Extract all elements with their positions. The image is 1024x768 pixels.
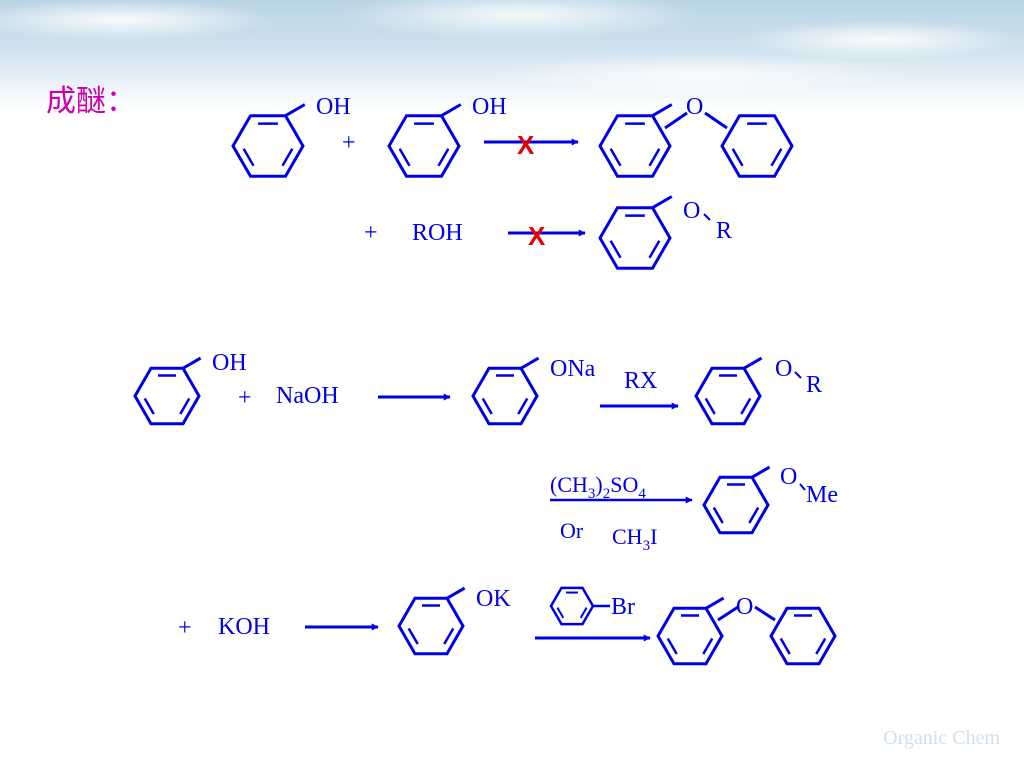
slide-title: 成醚： bbox=[46, 84, 136, 119]
substituent-bond bbox=[751, 465, 771, 479]
ether-bond-c bbox=[717, 605, 739, 622]
double-bond bbox=[704, 397, 716, 415]
plus-sign-2: + bbox=[364, 220, 378, 246]
double-bond bbox=[770, 148, 783, 167]
o-r-bond-1 bbox=[703, 213, 711, 221]
double-bond bbox=[666, 637, 678, 655]
phenol-molecule-2 bbox=[387, 103, 462, 178]
ona-label: ONa bbox=[550, 356, 596, 382]
r-label-1: R bbox=[716, 218, 732, 244]
bromobenzene-reagent bbox=[549, 586, 595, 626]
phenol-molecule-3 bbox=[133, 356, 202, 426]
ring-hexagon bbox=[694, 366, 762, 426]
double-bond bbox=[779, 637, 791, 655]
o-r-bond-2 bbox=[794, 371, 802, 379]
alkyl-aryl-ether-2 bbox=[694, 356, 763, 426]
phenol-molecule-1 bbox=[231, 103, 306, 178]
double-bond bbox=[556, 607, 565, 619]
plus-sign-1: + bbox=[342, 130, 356, 156]
oxygen-label-4: O bbox=[780, 464, 797, 490]
substituent-bond bbox=[446, 586, 466, 600]
diphenyl-ether-ring-right bbox=[720, 114, 794, 178]
double-bond bbox=[815, 637, 827, 655]
o-me-bond bbox=[799, 483, 806, 491]
roh-label: ROH bbox=[412, 220, 463, 246]
ring-hexagon bbox=[598, 206, 672, 270]
double-bond bbox=[443, 627, 455, 645]
ring-hexagon bbox=[231, 114, 305, 178]
double-bond bbox=[702, 637, 714, 655]
substituent-bond bbox=[520, 356, 540, 370]
br-label: Br bbox=[611, 594, 635, 620]
double-bond bbox=[648, 240, 661, 259]
footer-watermark: Organic Chem bbox=[883, 727, 1000, 749]
substituent-bond bbox=[651, 103, 673, 117]
double-bond bbox=[648, 148, 661, 167]
ring-hexagon bbox=[656, 606, 724, 666]
substituent-bond bbox=[743, 356, 763, 370]
oxygen-label-5: O bbox=[736, 594, 753, 620]
diphenyl-ether-ring-left bbox=[598, 103, 673, 178]
ether-bond-b bbox=[704, 111, 728, 130]
substituent-bond bbox=[440, 103, 462, 117]
double-bond bbox=[740, 397, 752, 415]
substituent-bond bbox=[705, 596, 725, 610]
oh-label-3: OH bbox=[212, 350, 247, 376]
ring-hexagon bbox=[471, 366, 539, 426]
double-bond bbox=[242, 148, 255, 167]
double-bond bbox=[179, 397, 191, 415]
ring-hexagon bbox=[720, 114, 794, 178]
double-bond bbox=[609, 240, 622, 259]
ring-hexagon bbox=[387, 114, 461, 178]
ring-hexagon bbox=[598, 114, 672, 178]
me-label: Me bbox=[806, 482, 838, 508]
oxygen-label-1: O bbox=[686, 94, 703, 120]
substituent-bond bbox=[182, 356, 202, 370]
ether-bond-a bbox=[664, 111, 688, 130]
double-bond bbox=[481, 397, 493, 415]
ring-hexagon bbox=[133, 366, 201, 426]
diphenyl-ether-product-right bbox=[769, 606, 837, 666]
double-bond bbox=[731, 148, 744, 167]
substituent-bond bbox=[651, 195, 673, 209]
or-label: Or bbox=[560, 518, 584, 543]
double-bond bbox=[748, 506, 760, 524]
double-bond bbox=[281, 148, 294, 167]
rx-reagent-label: RX bbox=[624, 368, 657, 394]
sky-background bbox=[0, 0, 1024, 110]
plus-sign-4: + bbox=[178, 615, 192, 641]
dimethyl-sulfate-label: (CH3)2SO4 bbox=[550, 472, 646, 502]
ring-hexagon bbox=[397, 596, 465, 656]
oxygen-label-3: O bbox=[775, 356, 792, 382]
diphenyl-ether-product-left bbox=[656, 596, 725, 666]
koh-label: KOH bbox=[218, 614, 270, 640]
double-bond bbox=[143, 397, 155, 415]
double-bond bbox=[712, 506, 724, 524]
double-bond bbox=[609, 148, 622, 167]
ok-label: OK bbox=[476, 586, 511, 612]
double-bond bbox=[437, 148, 450, 167]
oh-label-2: OH bbox=[472, 94, 507, 120]
double-bond bbox=[407, 627, 419, 645]
substituent-bond bbox=[284, 103, 306, 117]
ring-hexagon bbox=[702, 475, 770, 535]
oxygen-label-2: O bbox=[683, 198, 700, 224]
anisole-molecule bbox=[702, 465, 771, 535]
potassium-phenoxide-molecule bbox=[397, 586, 466, 656]
oh-label-1: OH bbox=[316, 94, 351, 120]
r-label-2: R bbox=[806, 372, 822, 398]
ether-bond-d bbox=[754, 605, 776, 622]
double-bond bbox=[398, 148, 411, 167]
alkyl-aryl-ether-1 bbox=[598, 195, 673, 270]
methyl-iodide-label: CH3I bbox=[612, 524, 657, 554]
double-bond bbox=[517, 397, 529, 415]
cross-mark-2: X bbox=[528, 221, 546, 251]
ring-hexagon bbox=[769, 606, 837, 666]
cross-mark-1: X bbox=[517, 130, 535, 160]
double-bond bbox=[579, 607, 588, 619]
sodium-phenoxide-molecule bbox=[471, 356, 540, 426]
plus-sign-3: + bbox=[238, 385, 252, 411]
naoh-label: NaOH bbox=[276, 383, 339, 409]
